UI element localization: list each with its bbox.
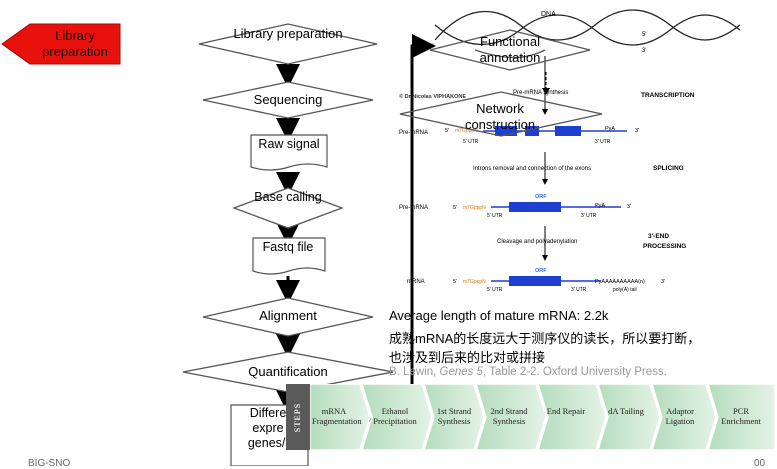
- functional-annotation-diamond: [429, 29, 591, 71]
- steps-label: STEPS: [293, 402, 303, 432]
- library-preparation-diamond: [198, 23, 378, 65]
- fastq-file-document: [252, 237, 326, 275]
- avg-length-note: Average length of mature mRNA: 2.2k: [389, 308, 609, 323]
- step-da-tailing: dA Tailing: [608, 406, 644, 416]
- step-ethanol-precipitation: Ethanol Precipitation: [373, 406, 417, 426]
- chinese-note-line1: 成熟mRNA的长度远大于测序仪的读长，所以要打断，: [389, 331, 701, 346]
- steps-header-text-wrap: STEPS: [286, 384, 310, 450]
- svg-text:3': 3': [661, 279, 665, 285]
- svg-text:ORF: ORF: [535, 194, 547, 200]
- svg-text:© Dr Nicolas VIPHAKONE: © Dr Nicolas VIPHAKONE: [399, 93, 466, 100]
- citation: B. Lewin, Genes 5, Table 2-2. Oxford Uni…: [389, 366, 667, 378]
- raw-signal-label: Raw signal: [258, 137, 320, 151]
- svg-text:Pre-mRNA: Pre-mRNA: [399, 205, 428, 211]
- svg-text:Pre-mRNA: Pre-mRNA: [399, 130, 428, 136]
- fastq-file-label: Fastq file: [262, 240, 314, 254]
- dna-label: DNA: [541, 11, 556, 18]
- svg-text:TRANSCRIPTION: TRANSCRIPTION: [641, 92, 695, 99]
- svg-text:ORF: ORF: [535, 268, 547, 274]
- functional-annotation-label: Functional annotation: [479, 34, 541, 65]
- citation-prefix: B. Lewin,: [389, 366, 440, 378]
- base-calling-label: Base calling: [254, 190, 322, 204]
- svg-text:Pre-mRNA synthesis: Pre-mRNA synthesis: [513, 90, 568, 96]
- svg-text:5' UTR: 5' UTR: [487, 287, 503, 293]
- dna-helix: [434, 9, 741, 59]
- svg-text:3': 3': [429, 44, 433, 50]
- citation-suffix: , Table 2-2. Oxford University Press.: [482, 366, 667, 378]
- alignment-diamond: [202, 297, 374, 337]
- annotation-to-network-arrow: [542, 72, 550, 95]
- step-mrna-fragmentation: mRNA Fragmentation: [312, 406, 362, 426]
- alignment-label: Alignment: [259, 308, 317, 323]
- citation-italic: Genes 5: [439, 366, 483, 378]
- svg-text:PROCESSING: PROCESSING: [643, 243, 686, 250]
- svg-text:PyAAAAAAAAAA(n): PyAAAAAAAAAA(n): [595, 279, 645, 285]
- step-end-repair: End Repair: [546, 406, 586, 416]
- svg-text:5' UTR: 5' UTR: [463, 139, 479, 145]
- network-construction-label: Network construction: [464, 101, 536, 132]
- quantification-label: Quantification: [248, 364, 328, 379]
- quantification-diamond: [182, 351, 394, 393]
- steps-header: [286, 384, 310, 450]
- step-first-strand: 1st Strand Synthesis: [436, 406, 472, 426]
- step-second-strand: 2nd Strand Synthesis: [490, 406, 528, 426]
- steps-chevrons: [310, 384, 775, 450]
- svg-text:PyA: PyA: [595, 203, 605, 209]
- chinese-note-line2: 也涉及到后来的比对或拼接: [389, 350, 546, 365]
- svg-text:PyA: PyA: [605, 126, 615, 132]
- svg-text:m7GpppN: m7GpppN: [463, 205, 486, 211]
- svg-text:5': 5': [445, 128, 449, 134]
- footer-right: 00: [754, 458, 766, 469]
- svg-text:3': 3': [642, 48, 646, 54]
- svg-text:m7GpppN: m7GpppN: [463, 279, 486, 285]
- svg-text:3': 3': [627, 204, 631, 210]
- differential-genes-label: Differe expre genes/i: [247, 406, 289, 450]
- footer-left: BIG-SNO: [28, 458, 71, 469]
- svg-text:Introns removal and connection: Introns removal and connection of the ex…: [473, 166, 591, 172]
- mrna-processing-diagram: DNA 5' 3' 3' © Dr Nicolas VIPHAKONE Pre-…: [399, 9, 741, 293]
- red-library-prep-label: Library preparation: [42, 28, 108, 59]
- svg-text:3' UTR: 3' UTR: [595, 139, 611, 145]
- svg-text:5' UTR: 5' UTR: [487, 213, 503, 219]
- network-construction-diamond: [399, 91, 603, 137]
- svg-text:5': 5': [453, 279, 457, 285]
- svg-text:mRNA: mRNA: [407, 279, 425, 285]
- svg-text:3' UTR: 3' UTR: [571, 287, 587, 293]
- svg-text:Cleavage and polyadenylation: Cleavage and polyadenylation: [497, 239, 577, 245]
- svg-text:SPLICING: SPLICING: [653, 165, 684, 172]
- svg-text:5': 5': [642, 32, 646, 38]
- svg-text:m7GpppN: m7GpppN: [455, 128, 478, 134]
- svg-text:5': 5': [453, 205, 457, 211]
- svg-text:3'-END: 3'-END: [648, 233, 669, 240]
- sequencing-diamond: [202, 81, 374, 119]
- svg-text:3' UTR: 3' UTR: [581, 213, 597, 219]
- svg-text:poly(A) tail: poly(A) tail: [613, 287, 637, 293]
- step-adaptor-ligation: Adaptor Ligation: [665, 406, 695, 426]
- step-pcr-enrichment: PCR Enrichment: [721, 406, 761, 426]
- raw-signal-document: [250, 134, 328, 171]
- library-preparation-label: Library preparation: [233, 26, 343, 41]
- sequencing-label: Sequencing: [253, 92, 323, 107]
- red-library-prep-shape: [1, 23, 121, 65]
- base-calling-diamond: [232, 187, 344, 229]
- svg-text:3': 3': [635, 128, 639, 134]
